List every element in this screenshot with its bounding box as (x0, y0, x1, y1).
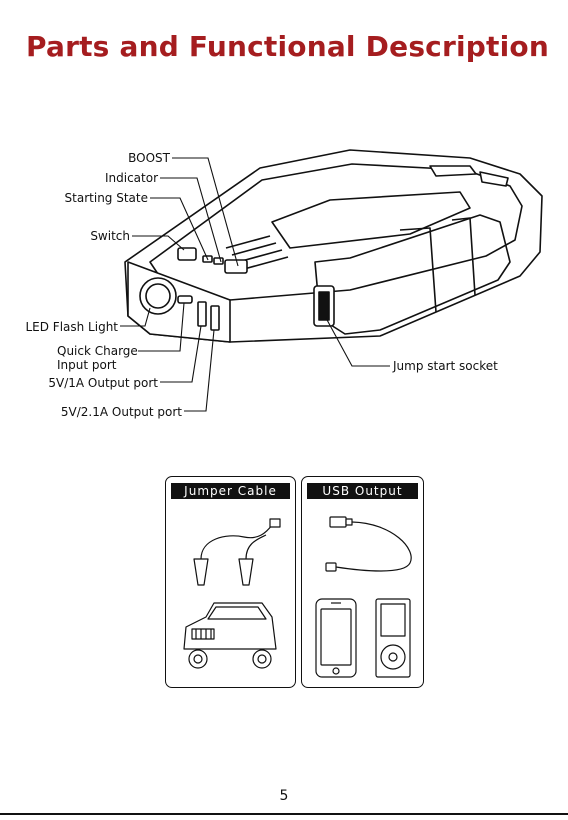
usb-cable (336, 522, 411, 571)
usb-port-21a (211, 306, 219, 330)
media-player-icon (376, 599, 410, 677)
micro-usb-plug (326, 563, 336, 571)
quick-charge-port (178, 296, 192, 303)
label-starting-state: Starting State (40, 191, 148, 205)
clamp-left (194, 559, 208, 585)
jumper-cable-illustration (166, 499, 295, 685)
label-led-flash-light: LED Flash Light (10, 320, 118, 334)
label-input-port: Input port (57, 358, 116, 372)
vehicle-icon (184, 603, 276, 668)
label-boost: BOOST (92, 151, 170, 165)
usb-port-1a (198, 302, 206, 326)
phone-icon (316, 599, 356, 677)
usb-output-illustration (302, 499, 423, 685)
jumper-cable-card: Jumper Cable (165, 476, 296, 688)
label-5v-1a-output: 5V/1A Output port (30, 376, 158, 390)
usb-a-plug (330, 517, 346, 527)
label-switch: Switch (60, 229, 130, 243)
switch-button (178, 248, 196, 260)
jumper-cable-heading: Jumper Cable (171, 483, 290, 499)
label-jump-start-socket: Jump start socket (393, 359, 498, 373)
bottom-rule (0, 813, 568, 815)
page-number: 5 (0, 788, 568, 804)
cable-plug (270, 519, 280, 527)
clamp-right (239, 559, 253, 585)
label-5v-21a-output: 5V/2.1A Output port (40, 405, 182, 419)
boost-button (225, 260, 247, 273)
label-indicator: Indicator (80, 171, 158, 185)
usb-output-heading: USB Output port (307, 483, 418, 499)
label-quick-charge: Quick Charge (57, 344, 138, 358)
usb-output-card: USB Output port (301, 476, 424, 688)
